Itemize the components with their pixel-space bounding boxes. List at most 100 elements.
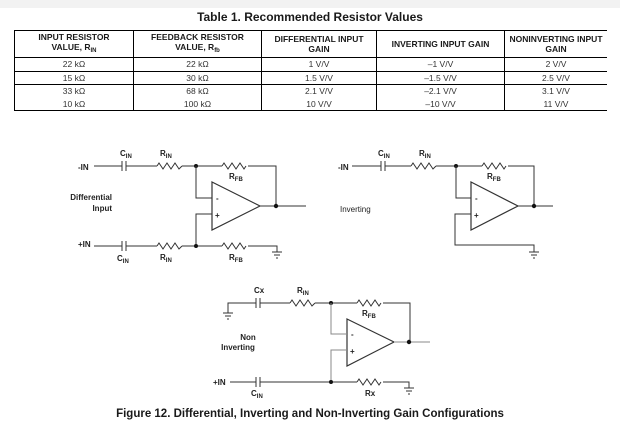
output-node-dot [273,203,279,209]
pos-input-label: +IN [213,378,226,387]
wire [454,166,553,252]
cell: 30 kΩ [133,71,262,85]
cell: –1 V/V [376,57,505,72]
resistor-symbol [410,162,437,170]
rin-label: RIN [297,286,309,297]
header-inverting-gain: INVERTING INPUT GAIN [376,30,505,58]
rfb-label: RFB [229,253,243,264]
cell: 10 V/V [261,97,377,111]
minus-sign: - [475,194,478,203]
op-amp-symbol [470,181,520,231]
capacitor-symbol [255,377,261,387]
neg-input-label: -IN [338,163,349,172]
ground-icon [529,251,539,259]
page-top-strip [0,0,620,8]
table-title: Table 1. Recommended Resistor Values [197,10,423,24]
wire [330,303,430,381]
cap-label: CIN [251,389,263,400]
resistor-values-table: INPUT RESISTOR VALUE, RIN FEEDBACK RESIS… [14,30,607,111]
cell: 22 kΩ [14,57,134,72]
resistor-symbol [156,162,183,170]
junction-dot [329,380,333,384]
capacitor-symbol [121,161,127,171]
cell: 2 V/V [504,57,607,72]
cell: 1 V/V [261,57,377,72]
wire [227,302,411,342]
rx-label: Rx [365,389,376,398]
resistor-symbol [156,242,183,250]
resistor-symbol [221,162,247,170]
wire [230,381,410,388]
capacitor-symbol [380,161,386,171]
table-row: 33 kΩ 68 kΩ 2.1 V/V –2.1 V/V 3.1 V/V [14,84,607,98]
plus-sign: + [215,211,220,220]
header-noninverting-gain: NONINVERTING INPUT GAIN [504,30,607,58]
cx-label: Cx [254,286,265,295]
resistor-symbol [356,299,382,307]
table-row: 15 kΩ 30 kΩ 1.5 V/V –1.5 V/V 2.5 V/V [14,71,607,85]
cell: 11 V/V [504,97,607,111]
pos-input-label: +IN [78,240,91,249]
table-header-row: INPUT RESISTOR VALUE, RIN FEEDBACK RESIS… [14,30,607,58]
resistor-symbol [221,242,247,250]
cell: –2.1 V/V [376,84,505,98]
differential-title: Differential [70,193,112,202]
rin-label: RIN [160,149,172,160]
table-row: 22 kΩ 22 kΩ 1 V/V –1 V/V 2 V/V [14,57,607,72]
cap-label: CIN [120,149,132,160]
header-differential-gain: DIFFERENTIAL INPUT GAIN [261,30,377,58]
header-feedback-resistor: FEEDBACK RESISTOR VALUE, Rfb [133,30,262,58]
rfb-label: RFB [362,309,376,320]
capacitor-symbol [255,298,261,308]
wire [352,165,535,206]
differential-title-2: Input [92,204,112,213]
cell: 33 kΩ [14,84,134,98]
rfb-label: RFB [487,172,501,183]
resistor-symbol [289,299,316,307]
cell: 15 kΩ [14,71,134,85]
cell: 2.1 V/V [261,84,377,98]
cell: 2.5 V/V [504,71,607,85]
junction-dot [194,244,198,248]
neg-input-label: -IN [78,163,89,172]
noninverting-circuit: Non Inverting Cx RIN RFB - + +IN CIN Rx [213,286,430,400]
cell: 100 kΩ [133,97,262,111]
output-node-dot [406,339,412,345]
cell: 22 kΩ [133,57,262,72]
noninverting-title: Non [240,333,256,342]
wire [94,245,278,252]
inverting-circuit: -IN Inverting CIN RIN RFB - + [338,149,553,259]
op-amp-symbol [346,318,396,367]
cell: 10 kΩ [14,97,134,111]
minus-sign: - [216,194,219,203]
op-amp-symbol [211,181,262,231]
cell: 3.1 V/V [504,84,607,98]
cell: –10 V/V [376,97,505,111]
cell: 1.5 V/V [261,71,377,85]
inverting-title: Inverting [340,205,371,214]
resistor-symbol [481,162,507,170]
figure-caption: Figure 12. Differential, Inverting and N… [116,408,504,420]
output-node-dot [531,203,537,209]
noninverting-title-2: Inverting [221,343,255,352]
cell: 68 kΩ [133,84,262,98]
rin-label: RIN [160,253,172,264]
wire [195,166,306,246]
cell: –1.5 V/V [376,71,505,85]
ground-icon [272,251,282,259]
plus-sign: + [474,211,479,220]
ground-icon [404,387,414,395]
rfb-label: RFB [229,172,243,183]
minus-sign: - [351,330,354,339]
header-input-resistor: INPUT RESISTOR VALUE, RIN [14,30,134,58]
capacitor-symbol [121,241,127,251]
plus-sign: + [350,347,355,356]
differential-circuit: -IN +IN Differential Input CIN RIN RFB -… [70,149,306,265]
rin-label: RIN [419,149,431,160]
cap-label: CIN [117,254,129,265]
cap-label: CIN [378,149,390,160]
table-row: 10 kΩ 100 kΩ 10 V/V –10 V/V 11 V/V [14,97,607,111]
resistor-symbol [356,378,382,386]
ground-icon [223,312,233,320]
